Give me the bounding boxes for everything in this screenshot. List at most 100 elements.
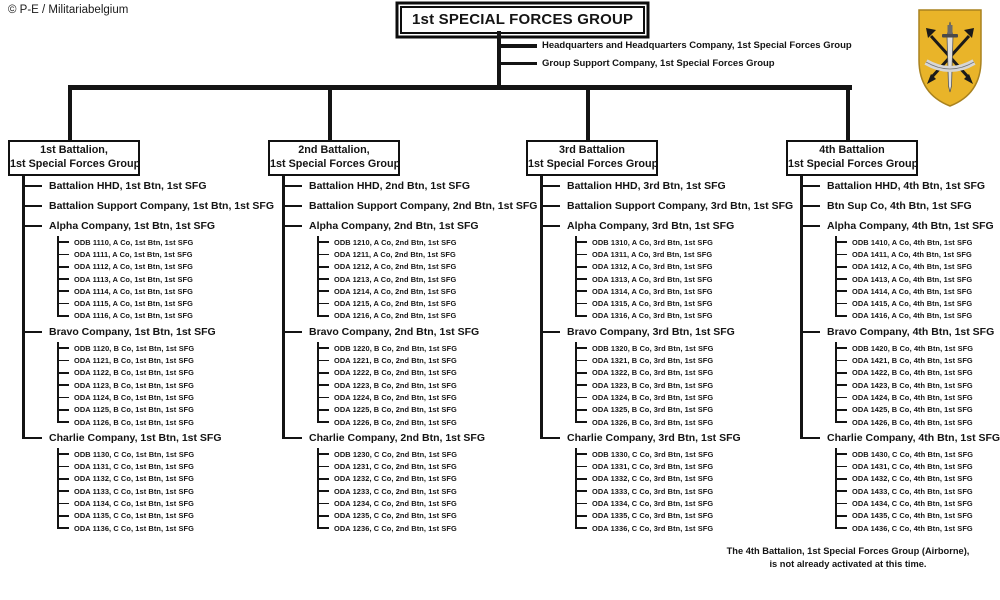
team-label: ODA 1111, A Co, 1st Btn, 1st SFG [57, 248, 274, 260]
team-label: ODA 1432, C Co, 4th Btn, 1st SFG [835, 473, 1000, 485]
team-label: ODA 1325, B Co, 3rd Btn, 1st SFG [575, 404, 793, 416]
team-label: ODA 1332, C Co, 3rd Btn, 1st SFG [575, 473, 793, 485]
connector-line [497, 31, 501, 87]
team-label: ODA 1333, C Co, 3rd Btn, 1st SFG [575, 485, 793, 497]
team-label: ODA 1411, A Co, 4th Btn, 1st SFG [835, 248, 1000, 260]
team-label: ODA 1436, C Co, 4th Btn, 1st SFG [835, 522, 1000, 534]
sf-crest-dagger [942, 21, 958, 93]
team-label: ODA 1126, B Co, 1st Btn, 1st SFG [57, 416, 274, 428]
unit-label: Charlie Company, 3rd Btn, 1st SFG [540, 428, 793, 448]
team-label: ODB 1120, B Co, 1st Btn, 1st SFG [57, 342, 274, 354]
footnote: The 4th Battalion, 1st Special Forces Gr… [702, 545, 994, 571]
unit-label: Bravo Company, 2nd Btn, 1st SFG [282, 322, 537, 342]
team-label: ODA 1136, C Co, 1st Btn, 1st SFG [57, 522, 274, 534]
team-label: ODB 1110, A Co, 1st Btn, 1st SFG [57, 236, 274, 248]
team-label: ODA 1213, A Co, 2nd Btn, 1st SFG [317, 273, 537, 285]
connector-bus [68, 85, 852, 90]
team-label: ODA 1212, A Co, 2nd Btn, 1st SFG [317, 261, 537, 273]
team-label: ODA 1233, C Co, 2nd Btn, 1st SFG [317, 485, 537, 497]
team-label: ODA 1323, B Co, 3rd Btn, 1st SFG [575, 379, 793, 391]
unit-label: Battalion HHD, 4th Btn, 1st SFG [800, 176, 1000, 196]
team-label: ODA 1433, C Co, 4th Btn, 1st SFG [835, 485, 1000, 497]
team-label: ODA 1214, A Co, 2nd Btn, 1st SFG [317, 285, 537, 297]
team-label: ODA 1336, C Co, 3rd Btn, 1st SFG [575, 522, 793, 534]
connector-drop [846, 85, 850, 142]
team-label: ODA 1415, A Co, 4th Btn, 1st SFG [835, 297, 1000, 309]
team-label: ODA 1424, B Co, 4th Btn, 1st SFG [835, 391, 1000, 403]
team-label: ODA 1331, C Co, 3rd Btn, 1st SFG [575, 460, 793, 472]
unit-label: Charlie Company, 1st Btn, 1st SFG [22, 428, 274, 448]
team-label: ODA 1113, A Co, 1st Btn, 1st SFG [57, 273, 274, 285]
team-label: ODA 1314, A Co, 3rd Btn, 1st SFG [575, 285, 793, 297]
team-label: ODB 1320, B Co, 3rd Btn, 1st SFG [575, 342, 793, 354]
team-label: ODB 1430, C Co, 4th Btn, 1st SFG [835, 448, 1000, 460]
team-label: ODA 1112, A Co, 1st Btn, 1st SFG [57, 261, 274, 273]
team-label: ODA 1425, B Co, 4th Btn, 1st SFG [835, 404, 1000, 416]
team-label: ODA 1416, A Co, 4th Btn, 1st SFG [835, 310, 1000, 322]
team-label: ODA 1435, C Co, 4th Btn, 1st SFG [835, 510, 1000, 522]
unit-label: Charlie Company, 2nd Btn, 1st SFG [282, 428, 537, 448]
battalion-box: 1st Battalion, 1st Special Forces Group [8, 140, 140, 176]
team-label: ODA 1115, A Co, 1st Btn, 1st SFG [57, 297, 274, 309]
team-label: ODA 1211, A Co, 2nd Btn, 1st SFG [317, 248, 537, 260]
team-label: ODA 1134, C Co, 1st Btn, 1st SFG [57, 497, 274, 509]
team-label: ODA 1216, A Co, 2nd Btn, 1st SFG [317, 310, 537, 322]
unit-label: Charlie Company, 4th Btn, 1st SFG [800, 428, 1000, 448]
battalion-name: 4th Battalion [819, 144, 885, 156]
connector-line [500, 44, 537, 48]
connector-line [500, 61, 537, 65]
team-label: ODB 1220, B Co, 2nd Btn, 1st SFG [317, 342, 537, 354]
team-label: ODA 1121, B Co, 1st Btn, 1st SFG [57, 354, 274, 366]
team-label: ODA 1321, B Co, 3rd Btn, 1st SFG [575, 354, 793, 366]
unit-label: Bravo Company, 1st Btn, 1st SFG [22, 322, 274, 342]
team-label: ODA 1334, C Co, 3rd Btn, 1st SFG [575, 497, 793, 509]
battalion-parent-name: 1st Special Forces Group [528, 157, 659, 170]
battalion-name: 3rd Battalion [559, 144, 625, 156]
unit-label: Bravo Company, 3rd Btn, 1st SFG [540, 322, 793, 342]
ribbon-outline [925, 61, 975, 70]
unit-label: Alpha Company, 3rd Btn, 1st SFG [540, 216, 793, 236]
team-label: ODA 1235, C Co, 2nd Btn, 1st SFG [317, 510, 537, 522]
team-label: ODA 1316, A Co, 3rd Btn, 1st SFG [575, 310, 793, 322]
team-label: ODA 1412, A Co, 4th Btn, 1st SFG [835, 261, 1000, 273]
battalion-parent-name: 1st Special Forces Group [270, 157, 401, 170]
connector-drop [586, 85, 590, 142]
team-label: ODA 1131, C Co, 1st Btn, 1st SFG [57, 460, 274, 472]
battalion-box: 4th Battalion 1st Special Forces Group [786, 140, 918, 176]
team-label: ODA 1322, B Co, 3rd Btn, 1st SFG [575, 367, 793, 379]
battalion-box: 2nd Battalion, 1st Special Forces Group [268, 140, 400, 176]
footnote-line-2: is not already activated at this time. [769, 559, 927, 569]
hhc-label: Headquarters and Headquarters Company, 1… [542, 40, 852, 51]
team-label: ODA 1124, B Co, 1st Btn, 1st SFG [57, 391, 274, 403]
battalion-column: 3rd Battalion 1st Special Forces Group B… [526, 140, 793, 534]
team-label: ODA 1423, B Co, 4th Btn, 1st SFG [835, 379, 1000, 391]
team-label: ODA 1226, B Co, 2nd Btn, 1st SFG [317, 416, 537, 428]
team-label: ODA 1422, B Co, 4th Btn, 1st SFG [835, 367, 1000, 379]
unit-label: Battalion HHD, 3rd Btn, 1st SFG [540, 176, 793, 196]
unit-label: Btn Sup Co, 4th Btn, 1st SFG [800, 196, 1000, 216]
team-label: ODB 1210, A Co, 2nd Btn, 1st SFG [317, 236, 537, 248]
team-label: ODA 1324, B Co, 3rd Btn, 1st SFG [575, 391, 793, 403]
team-label: ODA 1223, B Co, 2nd Btn, 1st SFG [317, 379, 537, 391]
team-label: ODA 1224, B Co, 2nd Btn, 1st SFG [317, 391, 537, 403]
footnote-line-1: The 4th Battalion, 1st Special Forces Gr… [726, 546, 970, 556]
team-label: ODA 1135, C Co, 1st Btn, 1st SFG [57, 510, 274, 522]
team-label: ODA 1311, A Co, 3rd Btn, 1st SFG [575, 248, 793, 260]
unit-label: Alpha Company, 4th Btn, 1st SFG [800, 216, 1000, 236]
team-label: ODB 1420, B Co, 4th Btn, 1st SFG [835, 342, 1000, 354]
battalion-column: 2nd Battalion, 1st Special Forces Group … [268, 140, 537, 534]
gsc-label: Group Support Company, 1st Special Force… [542, 57, 775, 69]
connector-drop [68, 85, 72, 142]
team-label: ODA 1313, A Co, 3rd Btn, 1st SFG [575, 273, 793, 285]
